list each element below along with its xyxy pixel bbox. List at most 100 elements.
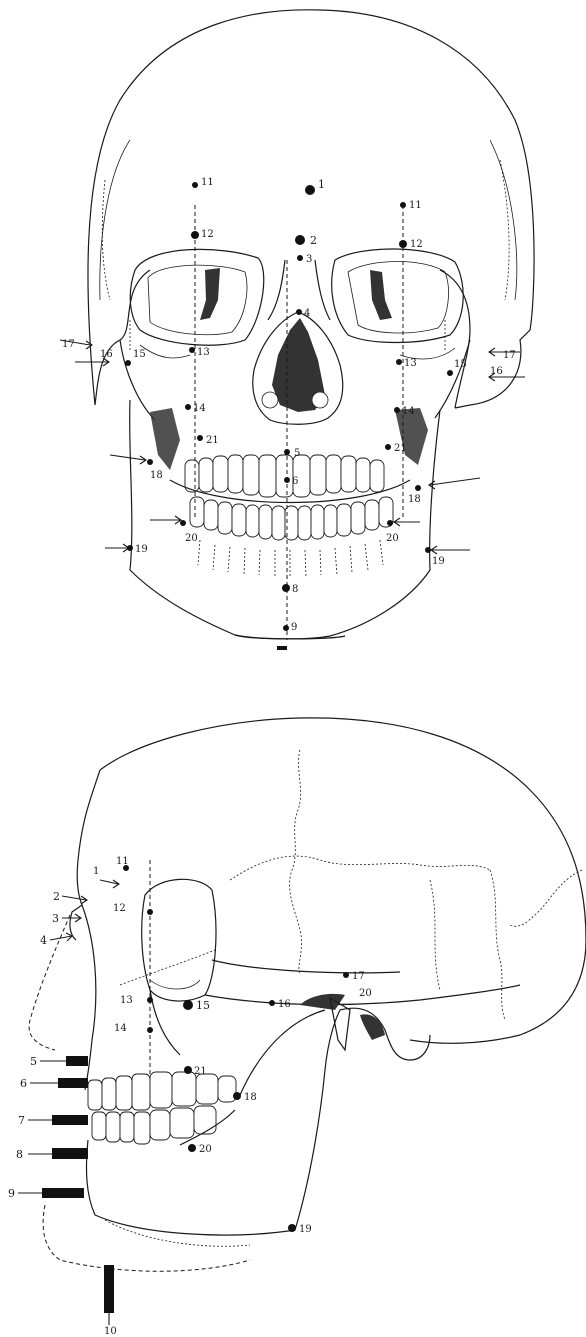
lateral-label-4: 4: [40, 934, 47, 947]
lateral-label-13: 13: [120, 995, 133, 1006]
frontal-point-1: [305, 185, 315, 195]
frontal-label-17l: 17: [62, 339, 75, 350]
frontal-point-11r: [400, 202, 406, 208]
lateral-point-20: [188, 1144, 196, 1152]
frontal-label-4: 4: [304, 308, 310, 319]
frontal-label-19l: 19: [135, 544, 148, 555]
lateral-tissue-marker-5: [66, 1056, 88, 1066]
frontal-point-12l: [191, 231, 199, 239]
frontal-point-6: [284, 477, 290, 483]
frontal-label-11l: 11: [201, 177, 214, 188]
lateral-label-5: 5: [30, 1055, 37, 1068]
frontal-point-18r: [415, 485, 421, 491]
frontal-point-3: [297, 255, 303, 261]
frontal-label-19r: 19: [432, 556, 445, 567]
lateral-point-12: [147, 909, 153, 915]
lateral-label-19: 19: [299, 1224, 312, 1235]
lateral-point-15: [183, 1000, 193, 1010]
frontal-left-orbit: [130, 249, 263, 345]
frontal-label-16r: 16: [490, 366, 503, 377]
frontal-point-12r: [399, 240, 407, 248]
frontal-point-15r: [447, 370, 453, 376]
lateral-label-7: 7: [18, 1114, 25, 1127]
frontal-point-11l: [192, 182, 198, 188]
frontal-label-20l: 20: [185, 533, 198, 544]
frontal-point-19l: [127, 545, 133, 551]
frontal-point-4: [296, 309, 302, 315]
lateral-point-19: [288, 1224, 296, 1232]
frontal-label-14r: 14: [402, 406, 415, 417]
frontal-label-12l: 12: [201, 229, 214, 240]
frontal-label-8: 8: [292, 584, 298, 595]
lateral-label-18: 18: [244, 1092, 257, 1103]
frontal-point-20r: [387, 520, 393, 526]
frontal-label-21r: 21: [394, 443, 407, 454]
lateral-tissue-marker-9: [42, 1188, 84, 1198]
frontal-label-15l: 15: [133, 349, 146, 360]
lateral-point-18: [233, 1092, 241, 1100]
lateral-label-10: 10: [104, 1326, 117, 1337]
frontal-label-12r: 12: [410, 239, 423, 250]
frontal-point-9: [283, 625, 289, 631]
frontal-label-17r: 17: [503, 350, 516, 361]
frontal-label-1: 1: [318, 178, 325, 191]
lateral-point-14: [147, 1027, 153, 1033]
frontal-point-18l: [147, 459, 153, 465]
frontal-point-8: [282, 584, 290, 592]
frontal-point-2: [295, 235, 305, 245]
lateral-point-17: [343, 972, 349, 978]
frontal-label-3: 3: [306, 254, 312, 265]
lateral-label-9: 9: [8, 1187, 15, 1200]
frontal-point-20l: [180, 520, 186, 526]
lateral-label-20b: 20: [359, 988, 372, 999]
lateral-label-17: 17: [352, 971, 365, 982]
frontal-label-6: 6: [292, 476, 298, 487]
lateral-label-3: 3: [52, 912, 59, 925]
lateral-label-1: 1: [93, 866, 99, 877]
frontal-label-11r: 11: [409, 200, 422, 211]
lateral-tissue-marker-6: [58, 1078, 88, 1088]
lateral-tissue-marker-7: [52, 1115, 88, 1125]
lateral-orbit: [142, 879, 216, 1001]
lateral-label-21: 21: [194, 1066, 207, 1077]
frontal-point-14l: [185, 404, 191, 410]
frontal-label-5: 5: [294, 448, 300, 459]
frontal-point-13l: [189, 347, 195, 353]
frontal-label-14l: 14: [193, 403, 206, 414]
frontal-right-orbit: [332, 249, 464, 343]
frontal-label-15r: 15: [454, 359, 467, 370]
lateral-label-11: 11: [116, 856, 129, 867]
lateral-label-15: 15: [196, 999, 210, 1012]
frontal-label-21l: 21: [206, 435, 219, 446]
frontal-point-5: [284, 449, 290, 455]
frontal-lower-teeth: [190, 497, 393, 540]
lateral-label-12: 12: [113, 903, 126, 914]
frontal-point-21r: [385, 444, 391, 450]
frontal-label-18r: 18: [408, 494, 421, 505]
frontal-point-13r: [396, 359, 402, 365]
frontal-upper-teeth: [185, 455, 384, 497]
lateral-lower-teeth: [92, 1106, 216, 1144]
lateral-upper-teeth: [88, 1072, 236, 1110]
frontal-point-14r: [394, 407, 400, 413]
frontal-label-2: 2: [310, 234, 317, 247]
frontal-point-19r: [425, 547, 431, 553]
frontal-label-13r: 13: [404, 358, 417, 369]
lateral-point-16: [269, 1000, 275, 1006]
lateral-label-2: 2: [53, 890, 60, 903]
frontal-label-18l: 18: [150, 470, 163, 481]
frontal-label-13l: 13: [197, 347, 210, 358]
lateral-label-8: 8: [16, 1148, 23, 1161]
lateral-label-14: 14: [114, 1023, 127, 1034]
frontal-point-21l: [197, 435, 203, 441]
lateral-label-20: 20: [199, 1144, 212, 1155]
lateral-tissue-marker-8: [52, 1148, 88, 1159]
frontal-label-16l: 16: [100, 349, 113, 360]
lateral-tissue-marker-10: [104, 1265, 114, 1313]
lateral-point-13: [147, 997, 153, 1003]
frontal-point-15l: [125, 360, 131, 366]
frontal-label-9: 9: [291, 622, 297, 633]
frontal-label-20r: 20: [386, 533, 399, 544]
lateral-label-6: 6: [20, 1077, 27, 1090]
